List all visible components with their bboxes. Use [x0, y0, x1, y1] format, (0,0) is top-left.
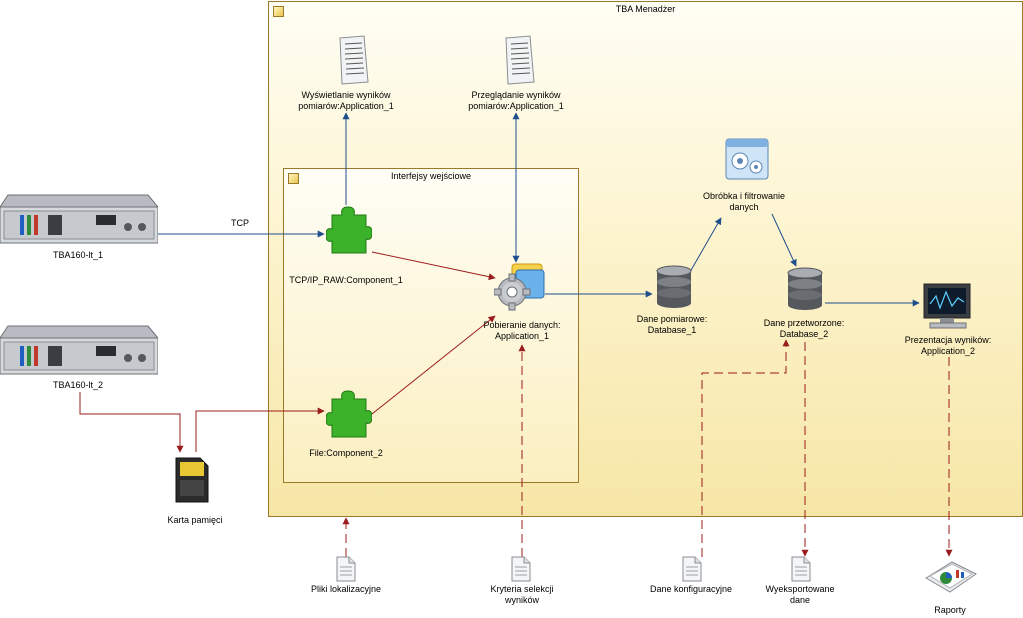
file-component[interactable]: [325, 389, 373, 441]
tba-manager-title: TBA Menadżer: [615, 4, 676, 14]
reports-label: Raporty: [934, 605, 966, 615]
memory-card[interactable]: [174, 456, 210, 504]
localization-files-label: Pliki lokalizacyjne: [310, 584, 382, 594]
card-to-file-component-link: [195, 407, 325, 452]
monitor-icon: [923, 283, 971, 329]
criteria-label-line1: Kryteria selekcji: [490, 584, 554, 594]
criteria-label-line2: wyników: [504, 595, 539, 605]
browse-results-label: Przeglądanie wyników pomiarów:Applicatio…: [446, 90, 586, 112]
measurement-database[interactable]: [655, 265, 693, 309]
device-tba160-1[interactable]: [0, 187, 160, 247]
reports-icon: [925, 561, 977, 593]
measurement-db-label: Dane pomiarowe: Database_1: [617, 314, 727, 336]
memory-card-label: Karta pamięci: [167, 515, 223, 525]
device2-to-card-link: [79, 392, 184, 453]
tcp-component[interactable]: [325, 205, 373, 257]
reports-doc[interactable]: [922, 556, 978, 596]
display-label-line1: Wyświetlanie wyników: [301, 90, 391, 100]
database-icon: [656, 265, 692, 308]
rack-device-icon: [0, 194, 160, 244]
document-icon: [505, 35, 535, 85]
localization-files-doc[interactable]: [335, 556, 357, 582]
fetch-data-label: Pobieranie danych: Application_1: [462, 320, 582, 342]
browse-label-line2: pomiarów:Application_1: [468, 101, 564, 111]
browse-label-line1: Przeglądanie wyników: [471, 90, 561, 100]
processing-app[interactable]: [724, 137, 770, 181]
puzzle-component-icon: [325, 206, 373, 254]
package-icon: [288, 173, 299, 184]
device-tba160-2[interactable]: [0, 318, 160, 378]
presentation-label-line2: Application_2: [920, 346, 976, 356]
fetch-label-line1: Pobieranie danych:: [483, 320, 561, 330]
exported-data-doc[interactable]: [790, 556, 812, 582]
device-1-label: TBA160-lt_1: [52, 250, 104, 260]
processing-label-line2: danych: [729, 202, 759, 212]
processed-database[interactable]: [786, 267, 824, 311]
tcp-label: TCP: [231, 218, 249, 228]
memory-card-icon: [175, 457, 209, 503]
window-gear-icon: [725, 138, 769, 180]
db1-label-line1: Dane pomiarowe:: [636, 314, 708, 324]
presentation-label: Prezentacja wyników: Application_2: [888, 335, 1008, 357]
processing-to-db2-link: [771, 213, 797, 267]
document-icon: [336, 556, 356, 582]
display-results-label: Wyświetlanie wyników pomiarów:Applicatio…: [276, 90, 416, 112]
db2-label-line2: Database_2: [779, 329, 829, 339]
db1-to-processing-link: [689, 217, 722, 273]
tcp-component-label: TCP/IP_RAW:Component_1: [289, 275, 403, 285]
config-data-doc[interactable]: [681, 556, 703, 582]
exported-label-line1: Wyeksportowane: [765, 584, 835, 594]
config-data-link: [701, 339, 790, 557]
exported-data-label: Wyeksportowane dane: [740, 584, 860, 606]
database-icon: [787, 267, 823, 310]
presentation-label-line1: Prezentacja wyników:: [904, 335, 992, 345]
document-icon: [791, 556, 811, 582]
fetch-data-app[interactable]: [493, 262, 546, 312]
file-component-label: File:Component_2: [309, 448, 383, 458]
document-icon: [511, 556, 531, 582]
file-component-to-fetch-link: [371, 315, 496, 415]
exported-label-line2: dane: [789, 595, 811, 605]
config-data-label: Dane konfiguracyjne: [649, 584, 733, 594]
db1-label-line2: Database_1: [647, 325, 697, 335]
processed-db-label: Dane przetworzone: Database_2: [748, 318, 860, 340]
display-results-app[interactable]: [336, 34, 370, 86]
criteria-label: Kryteria selekcji wyników: [462, 584, 582, 606]
criteria-doc[interactable]: [510, 556, 532, 582]
display-label-line2: pomiarów:Application_1: [298, 101, 394, 111]
input-interfaces-title: Interfejsy wejściowe: [390, 171, 472, 181]
gear-application-icon: [493, 263, 545, 311]
rack-device-icon: [0, 325, 160, 375]
package-icon: [273, 6, 284, 17]
processing-label: Obróbka i filtrowanie danych: [684, 191, 804, 213]
fetch-label-line2: Application_1: [494, 331, 550, 341]
document-icon: [339, 35, 369, 85]
db2-label-line1: Dane przetworzone:: [763, 318, 845, 328]
presentation-app[interactable]: [922, 282, 974, 330]
puzzle-component-icon: [325, 390, 373, 438]
document-icon: [682, 556, 702, 582]
browse-results-app[interactable]: [502, 34, 536, 86]
processing-label-line1: Obróbka i filtrowanie: [702, 191, 786, 201]
tcp-component-to-fetch-link: [371, 251, 496, 281]
device-2-label: TBA160-lt_2: [52, 380, 104, 390]
